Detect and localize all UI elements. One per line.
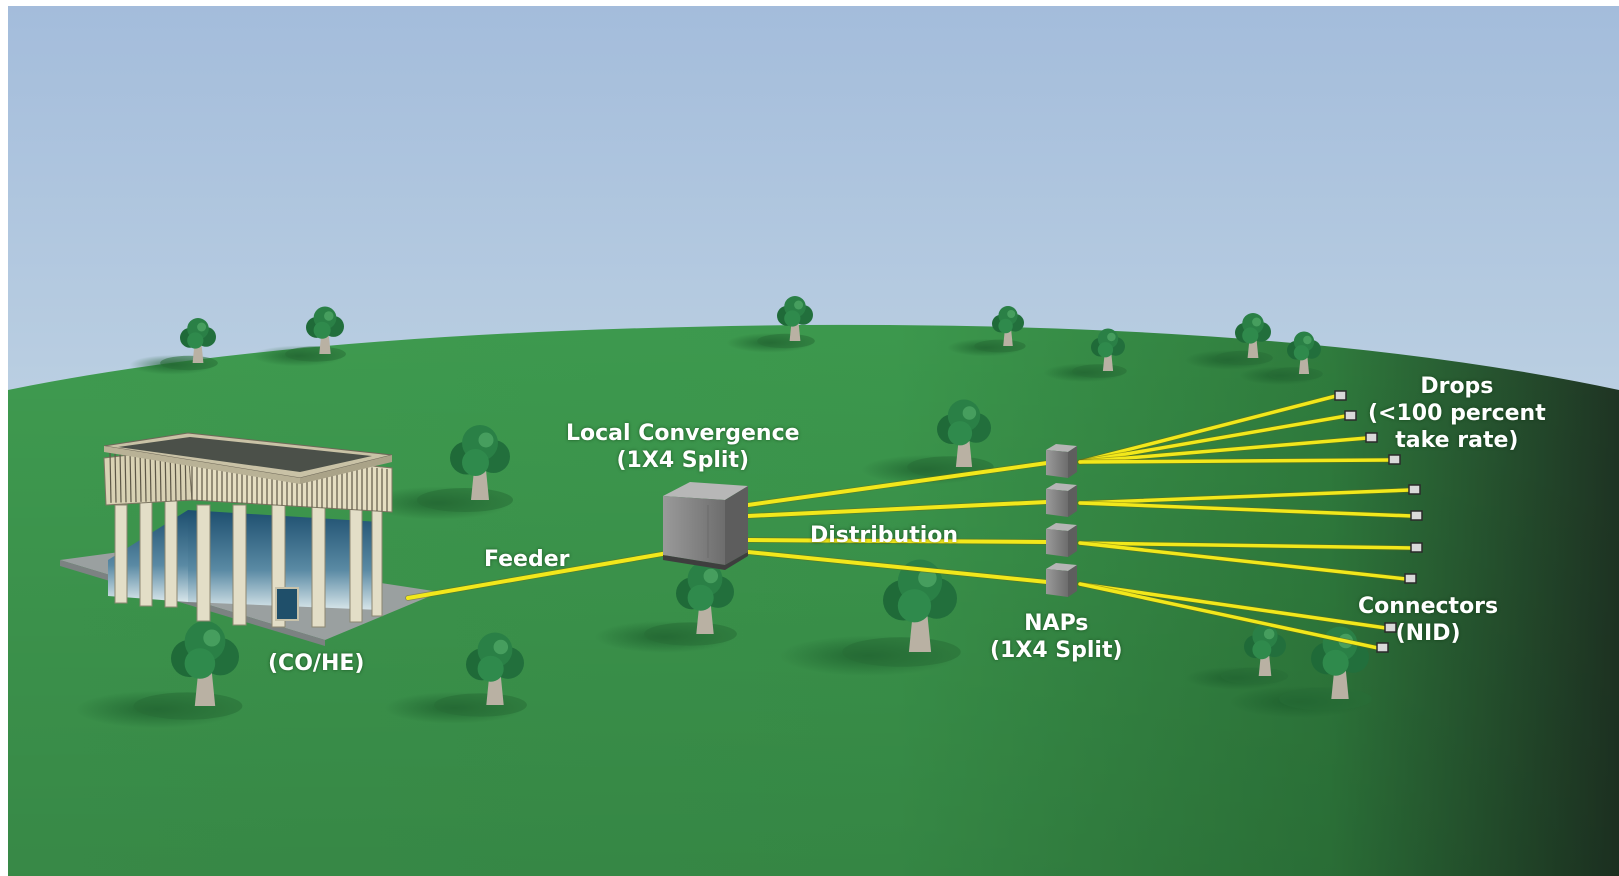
tree-icon: [1239, 331, 1323, 386]
page-border-top: [0, 0, 1619, 6]
local-convergence-label: Local Convergence (1X4 Split): [566, 420, 800, 474]
connector-icon: [1384, 622, 1397, 633]
naps-line-2: (1X4 Split): [990, 638, 1123, 663]
connectors-line-1: Connectors: [1358, 594, 1499, 619]
connectors-label: Connectors (NID): [1358, 593, 1498, 647]
naps-line-1: NAPs: [1024, 611, 1089, 636]
nap-box-icon: [1046, 444, 1077, 478]
drop-connectors: [1334, 390, 1423, 653]
naps-label: NAPs (1X4 Split): [990, 610, 1123, 664]
tree-icon: [947, 306, 1026, 357]
fiber-cables: [405, 393, 1415, 651]
drops-line-3: take rate): [1395, 428, 1519, 453]
connector-icon: [1365, 432, 1378, 443]
tree-icon: [252, 306, 346, 367]
nap-box-icon: [1046, 523, 1077, 557]
distribution-label: Distribution: [810, 522, 958, 549]
drops-line-1: Drops: [1420, 374, 1494, 399]
nap-boxes: [1046, 444, 1077, 597]
connectors-line-2: (NID): [1395, 621, 1461, 646]
co-he-text: (CO/HE): [268, 651, 365, 676]
nap-box-icon: [1046, 483, 1077, 517]
distribution-text: Distribution: [810, 523, 959, 548]
page-border-left: [0, 0, 8, 876]
tree-icon: [75, 621, 243, 729]
tree-icon: [1185, 623, 1289, 690]
tree-icon: [366, 425, 513, 520]
splitter-cabinet-icon: [663, 482, 748, 570]
connector-icon: [1408, 484, 1421, 495]
connector-icon: [1410, 542, 1423, 553]
feeder-text: Feeder: [484, 547, 570, 572]
tree-icon: [1043, 328, 1127, 383]
local-convergence-line-1: Local Convergence: [566, 421, 800, 446]
tree-icon: [726, 296, 815, 353]
tree-icon: [129, 318, 218, 375]
trees: [75, 296, 1372, 729]
nap-box-icon: [1046, 563, 1077, 597]
connector-icon: [1404, 573, 1417, 584]
tree-icon: [1229, 626, 1372, 718]
connector-icon: [1344, 410, 1357, 421]
connector-icon: [1410, 510, 1423, 521]
central-office-building-icon: [60, 432, 440, 646]
tree-icon: [1184, 313, 1273, 370]
connector-icon: [1376, 642, 1389, 653]
co-he-label: (CO/HE): [268, 650, 364, 677]
tree-icon: [779, 559, 961, 677]
local-convergence-line-2: (1X4 Split): [616, 448, 750, 473]
drops-line-2: (<100 percent: [1368, 401, 1546, 426]
connector-icon: [1334, 390, 1347, 401]
feeder-label: Feeder: [484, 546, 570, 573]
drops-label: Drops (<100 percent take rate): [1368, 373, 1546, 454]
tree-icon: [594, 561, 737, 653]
connector-icon: [1388, 454, 1401, 465]
tree-icon: [384, 632, 527, 724]
